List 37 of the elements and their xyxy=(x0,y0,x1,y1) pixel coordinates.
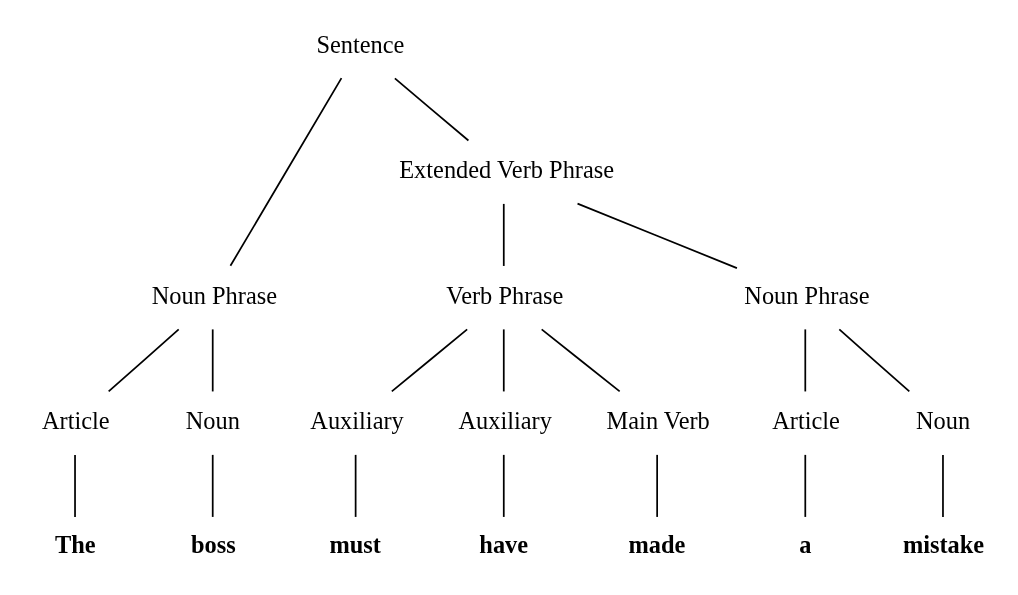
connector xyxy=(502,454,505,518)
node-text: Noun xyxy=(915,407,971,435)
node-text: Verb Phrase xyxy=(446,281,564,309)
node-text: must xyxy=(329,531,381,559)
node-text: made xyxy=(628,531,686,559)
connector xyxy=(394,77,470,142)
node-text: The xyxy=(54,531,96,559)
node-text: Sentence xyxy=(316,30,405,58)
node-text: Main Verb xyxy=(606,407,710,435)
connector xyxy=(838,328,911,393)
node-text: Noun xyxy=(185,407,240,435)
connector xyxy=(107,328,180,393)
node-text: Article xyxy=(772,407,840,435)
node-text: mistake xyxy=(902,531,985,559)
connector xyxy=(502,328,505,393)
connector xyxy=(656,454,658,518)
connector xyxy=(390,328,468,393)
connector xyxy=(804,328,807,393)
node-text: Noun Phrase xyxy=(151,281,278,309)
connector xyxy=(502,203,505,267)
node-text: Auxiliary xyxy=(458,407,552,435)
connector xyxy=(211,328,214,393)
connector xyxy=(942,454,944,518)
node-text: a xyxy=(799,531,812,559)
node-text: have xyxy=(479,531,529,559)
connector xyxy=(354,454,357,518)
connector xyxy=(576,202,738,269)
node-text: boss xyxy=(190,531,236,559)
node-text: Extended Verb Phrase xyxy=(399,156,615,184)
node-text: Auxiliary xyxy=(310,407,404,435)
node-text: Noun Phrase xyxy=(744,281,870,309)
connector xyxy=(74,454,76,518)
node-text: Article xyxy=(41,407,110,435)
connector xyxy=(804,454,807,518)
connector xyxy=(211,454,214,518)
connector xyxy=(229,77,343,267)
connector xyxy=(540,328,621,393)
